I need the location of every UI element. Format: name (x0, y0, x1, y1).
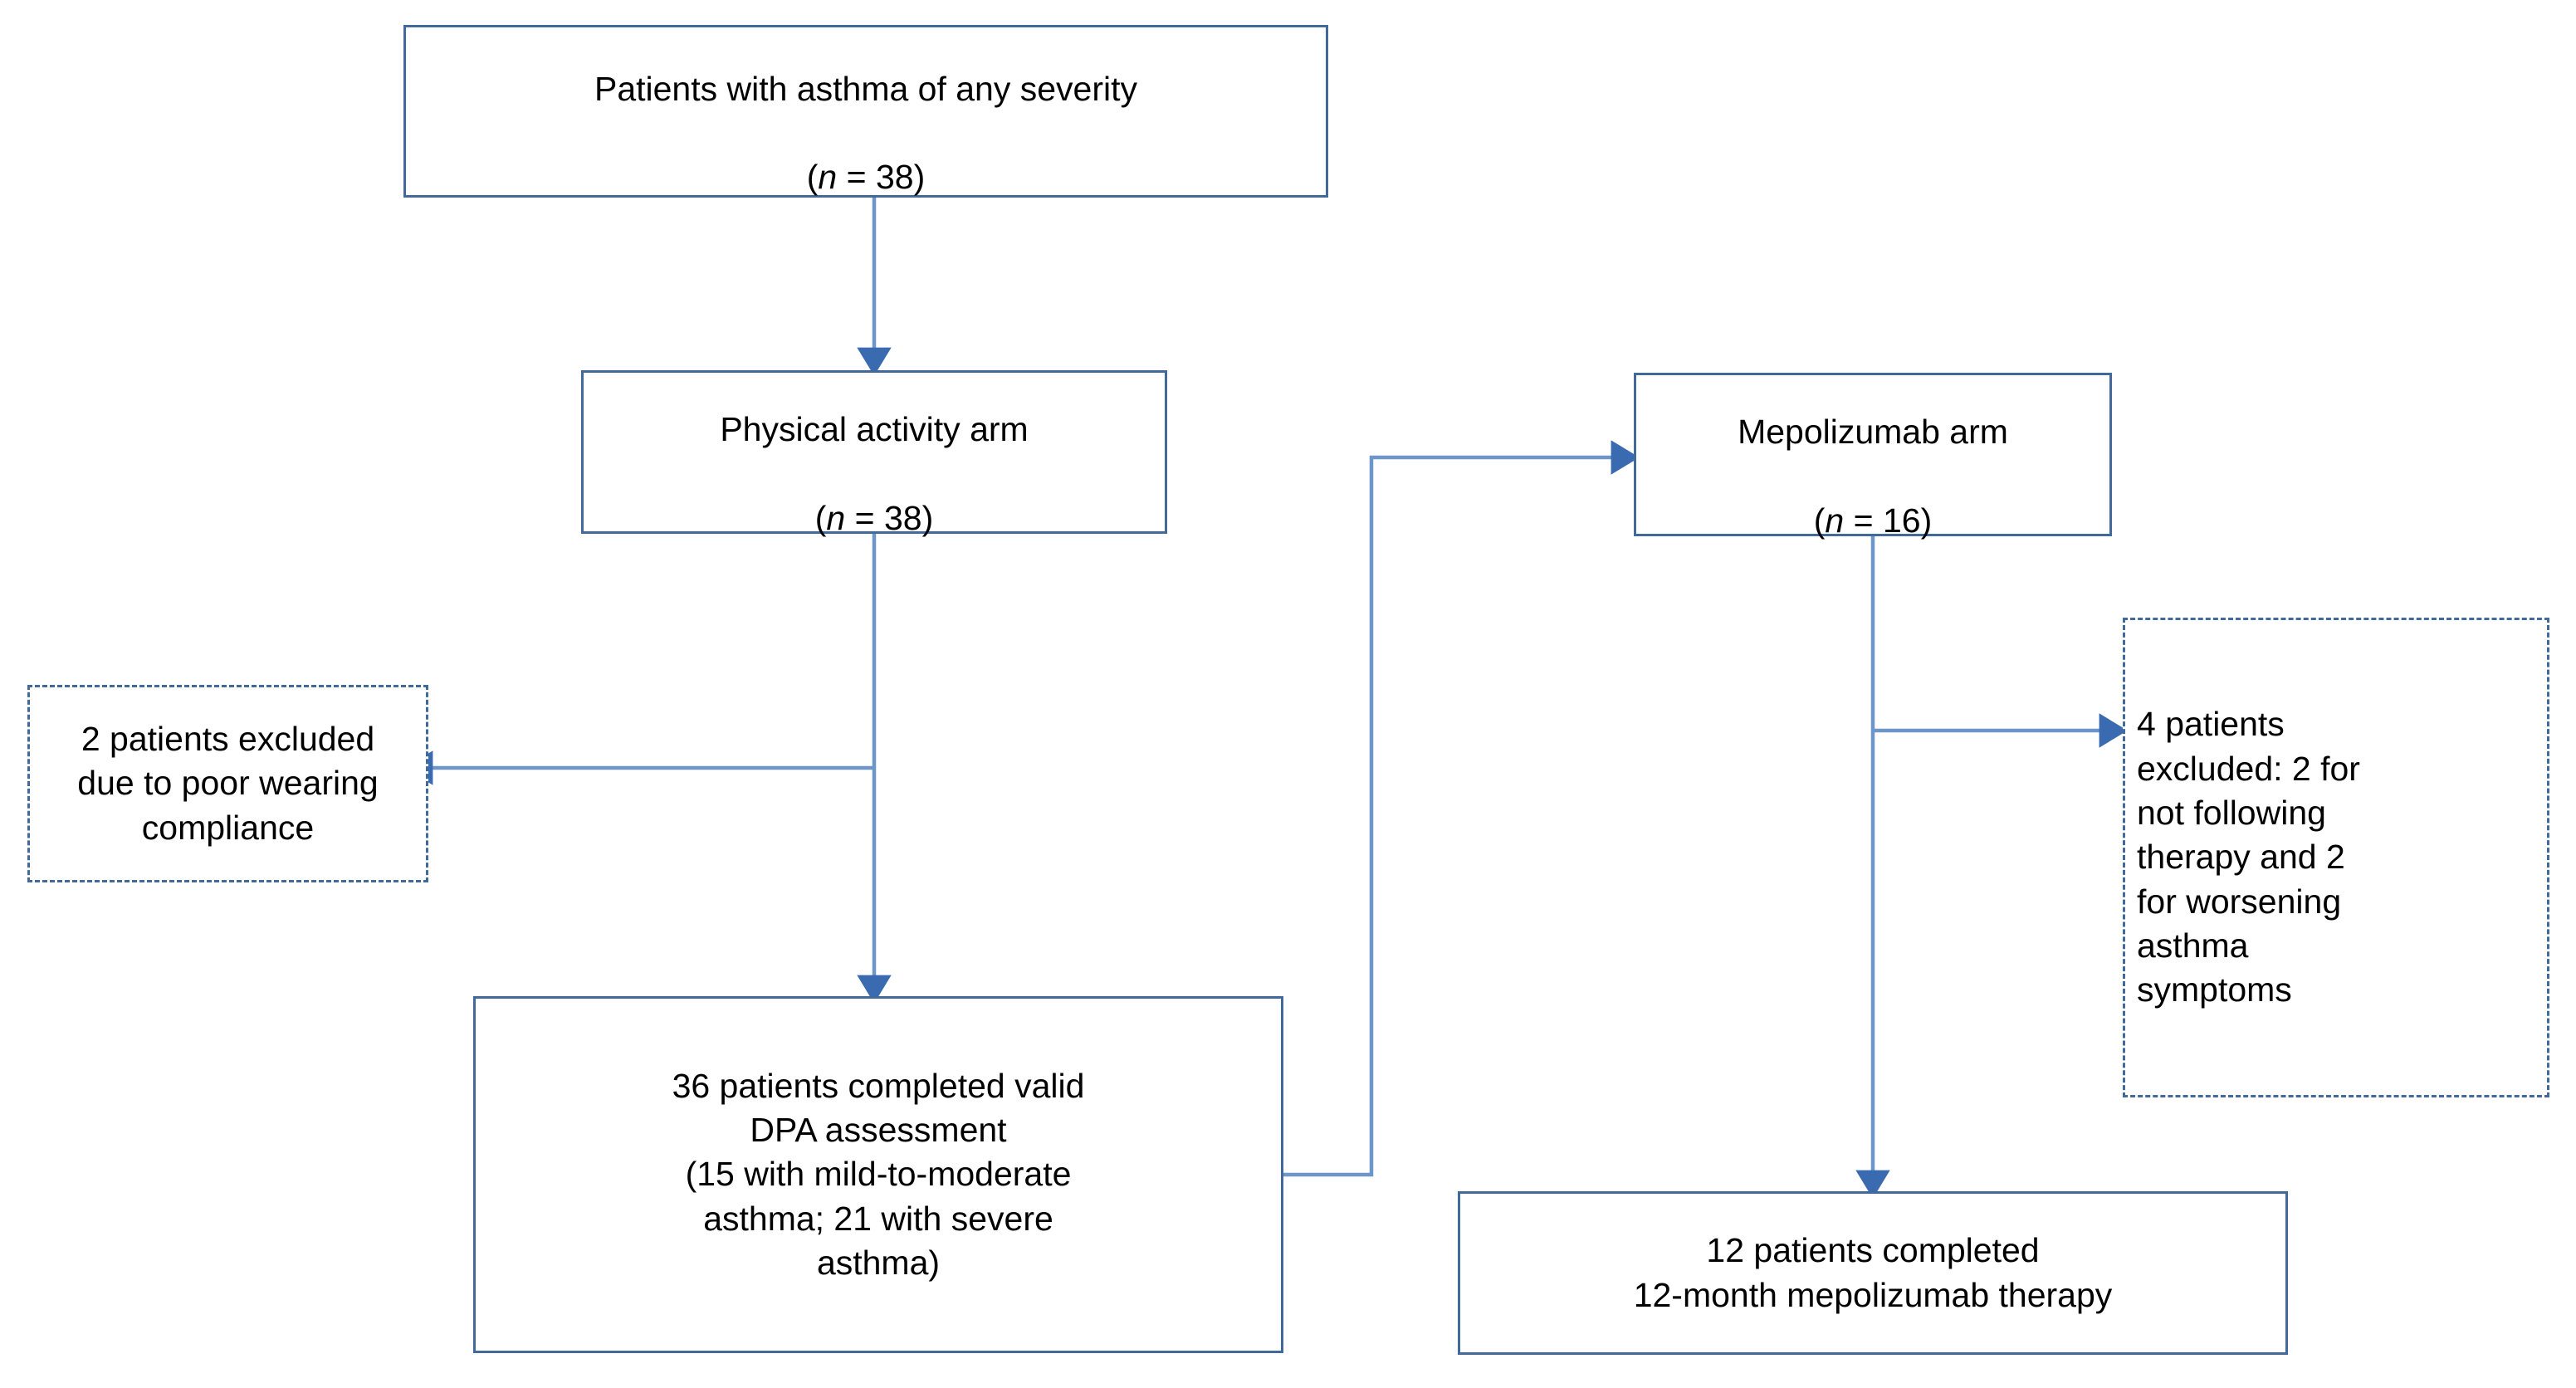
enrollment-box-text: Patients with asthma of any severity (n … (406, 22, 1326, 199)
mepolizumab-arm-line1: Mepolizumab arm (1738, 413, 2008, 452)
mepolizumab-count-prefix: ( (1813, 501, 1826, 540)
physical-activity-arm-line1: Physical activity arm (720, 410, 1029, 449)
enrollment-count-value: = 38) (837, 158, 926, 197)
mepolizumab-count-symbol: n (1825, 501, 1845, 540)
mepolizumab-therapy-completed-text: 12 patients completed 12-month mepolizum… (1633, 1231, 2113, 1314)
physical-activity-exclusion-text: 2 patients excluded due to poor wearing … (77, 720, 379, 847)
dpa-assessment-completed-box[interactable]: 36 patients completed valid DPA assessme… (473, 996, 1283, 1353)
enrollment-box[interactable]: Patients with asthma of any severity (n … (403, 25, 1328, 198)
enrollment-count-prefix: ( (806, 158, 819, 197)
physical-activity-count-symbol: n (826, 498, 846, 537)
physical-activity-arm-text: Physical activity arm (n = 38) (584, 364, 1165, 540)
mepolizumab-count-value: = 16) (1844, 501, 1933, 540)
physical-activity-count-prefix: ( (814, 498, 827, 537)
edge-dpa-completed-to-mepolizumab-arm (1283, 440, 1640, 1177)
mepolizumab-arm-text: Mepolizumab arm (n = 16) (1636, 366, 2109, 543)
mepolizumab-therapy-completed-box[interactable]: 12 patients completed 12-month mepolizum… (1458, 1191, 2288, 1355)
dpa-assessment-completed-text: 36 patients completed valid DPA assessme… (672, 1066, 1085, 1282)
physical-activity-exclusion-box[interactable]: 2 patients excluded due to poor wearing … (27, 685, 428, 882)
enrollment-count-symbol: n (818, 158, 838, 197)
mepolizumab-exclusion-box[interactable]: 4 patients excluded: 2 for not following… (2123, 618, 2549, 1097)
physical-activity-arm-box[interactable]: Physical activity arm (n = 38) (581, 370, 1167, 537)
mepolizumab-arm-box[interactable]: Mepolizumab arm (n = 16) (1634, 373, 2112, 540)
mepolizumab-exclusion-text: 4 patients excluded: 2 for not following… (2137, 705, 2360, 1009)
physical-activity-count-value: = 38) (845, 498, 934, 537)
enrollment-line1: Patients with asthma of any severity (594, 69, 1138, 108)
